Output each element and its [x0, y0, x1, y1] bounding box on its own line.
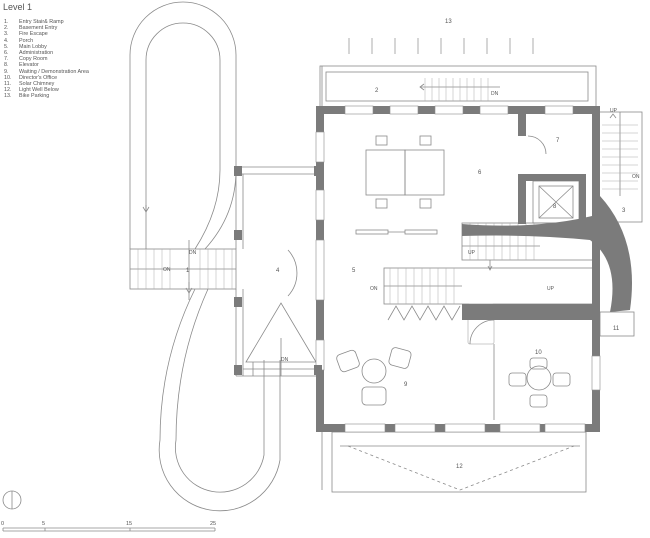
legend-item-label: Director's Office	[19, 74, 58, 81]
legend-item-number: 3.	[4, 31, 9, 38]
legend-item-number: 8.	[4, 62, 9, 69]
admin-desks	[355, 135, 445, 235]
legend-item-number: 12.	[4, 87, 12, 94]
stair-label-dn-entry: DN	[189, 250, 197, 256]
entry-ramp	[129, 1, 281, 512]
legend-item-label: Administration	[19, 50, 54, 57]
room-label-12: 12	[456, 464, 463, 470]
legend-item: 7. Copy Room	[4, 56, 89, 62]
legend-item-label: Light Well Below	[19, 87, 59, 94]
legend-item-number: 10.	[4, 74, 12, 81]
legend-item-number: 2.	[4, 25, 9, 32]
stair-label-on-entry: ON	[163, 267, 171, 273]
legend-item-number: 4.	[4, 37, 9, 44]
legend-item-number: 5.	[4, 43, 9, 50]
legend-item-label: Porch	[19, 37, 34, 44]
legend-item: 11. Solar Chimney	[4, 81, 89, 87]
legend-item-label: Solar Chimney	[19, 81, 55, 88]
scale-tick-25: 25	[210, 521, 216, 527]
stair-label-up-fire: UP	[610, 108, 618, 114]
porch	[235, 166, 318, 377]
fire-escape	[597, 111, 643, 223]
room-label-7: 7	[556, 138, 560, 144]
scale-tick-0: 0	[1, 521, 4, 527]
stair-label-up-lobby: UP	[468, 250, 476, 256]
legend-item: 6. Administration	[4, 50, 89, 56]
room-label-2: 2	[375, 88, 379, 94]
legend-item-label: Basement Entry	[19, 25, 58, 32]
legend-item-label: Fire Escape	[19, 31, 48, 38]
room-label-8: 8	[553, 204, 557, 210]
legend-item: 5. Main Lobby	[4, 44, 89, 50]
stair-label-dn-basement: DN	[491, 91, 499, 97]
stair-labels: DN ON DN DN UP ON UP ON UP	[163, 91, 640, 363]
entry-stair	[129, 240, 237, 300]
room-label-13: 13	[445, 19, 452, 25]
legend-item: 4. Porch	[4, 38, 89, 44]
legend-item-label: Copy Room	[19, 56, 48, 63]
legend-item: 12. Light Well Below	[4, 87, 89, 93]
bike-racks	[348, 38, 534, 54]
windows	[315, 105, 601, 433]
porch-columns	[234, 166, 322, 375]
legend-item-number: 11.	[4, 81, 12, 88]
legend-item: 10. Director's Office	[4, 75, 89, 81]
scale-bar	[2, 527, 216, 532]
legend-item-number: 9.	[4, 68, 9, 75]
heavy-walls	[316, 106, 632, 432]
legend-item: 13. Bike Parking	[4, 93, 89, 99]
room-label-10: 10	[535, 350, 542, 356]
stair-label-dn-ramp: DN	[281, 357, 289, 363]
office-furniture	[508, 357, 571, 408]
room-label-4: 4	[276, 268, 280, 274]
north-arrow-icon	[2, 490, 22, 510]
room-label-11: 11	[613, 326, 620, 332]
legend-item-number: 6.	[4, 50, 9, 57]
scale-tick-5: 5	[42, 521, 45, 527]
light-well	[331, 431, 587, 493]
legend-item-number: 13.	[4, 93, 12, 100]
page-title: Level 1	[3, 2, 33, 12]
room-label-3: 3	[622, 208, 626, 214]
legend-item: 2. Basement Entry	[4, 25, 89, 31]
legend-item: 8. Elevator	[4, 62, 89, 68]
stair-label-up-lobby-right: UP	[547, 286, 555, 292]
room-label-1: 1	[186, 268, 190, 274]
room-label-6: 6	[478, 170, 482, 176]
room-legend: 1. Entry Stair& Ramp 2. Basement Entry 3. Fir…	[4, 19, 89, 100]
waiting-chairs	[336, 303, 495, 420]
legend-item-label: Bike Parking	[19, 93, 50, 100]
legend-item-label: Waiting / Demonstration Area	[19, 68, 89, 75]
stair-label-on-lobby: ON	[370, 286, 378, 292]
legend-item-number: 1.	[4, 19, 9, 25]
room-label-5: 5	[352, 268, 356, 274]
scale-tick-15: 15	[126, 521, 132, 527]
legend-item-label: Entry Stair& Ramp	[19, 19, 64, 25]
room-numbers: 1 2 3 4 5 6 7 8 9 10 11 12 13	[186, 19, 626, 470]
elevator	[532, 180, 580, 224]
legend-item-number: 7.	[4, 56, 9, 63]
stair-label-on-fire: ON	[632, 174, 640, 180]
room-label-9: 9	[404, 382, 408, 388]
legend-item: 3. Fire Escape	[4, 31, 89, 37]
legend-item: 1. Entry Stair& Ramp	[4, 19, 89, 25]
legend-item-label: Main Lobby	[19, 43, 47, 50]
legend-item-label: Elevator	[19, 62, 39, 69]
legend-item: 9. Waiting / Demonstration Area	[4, 69, 89, 75]
